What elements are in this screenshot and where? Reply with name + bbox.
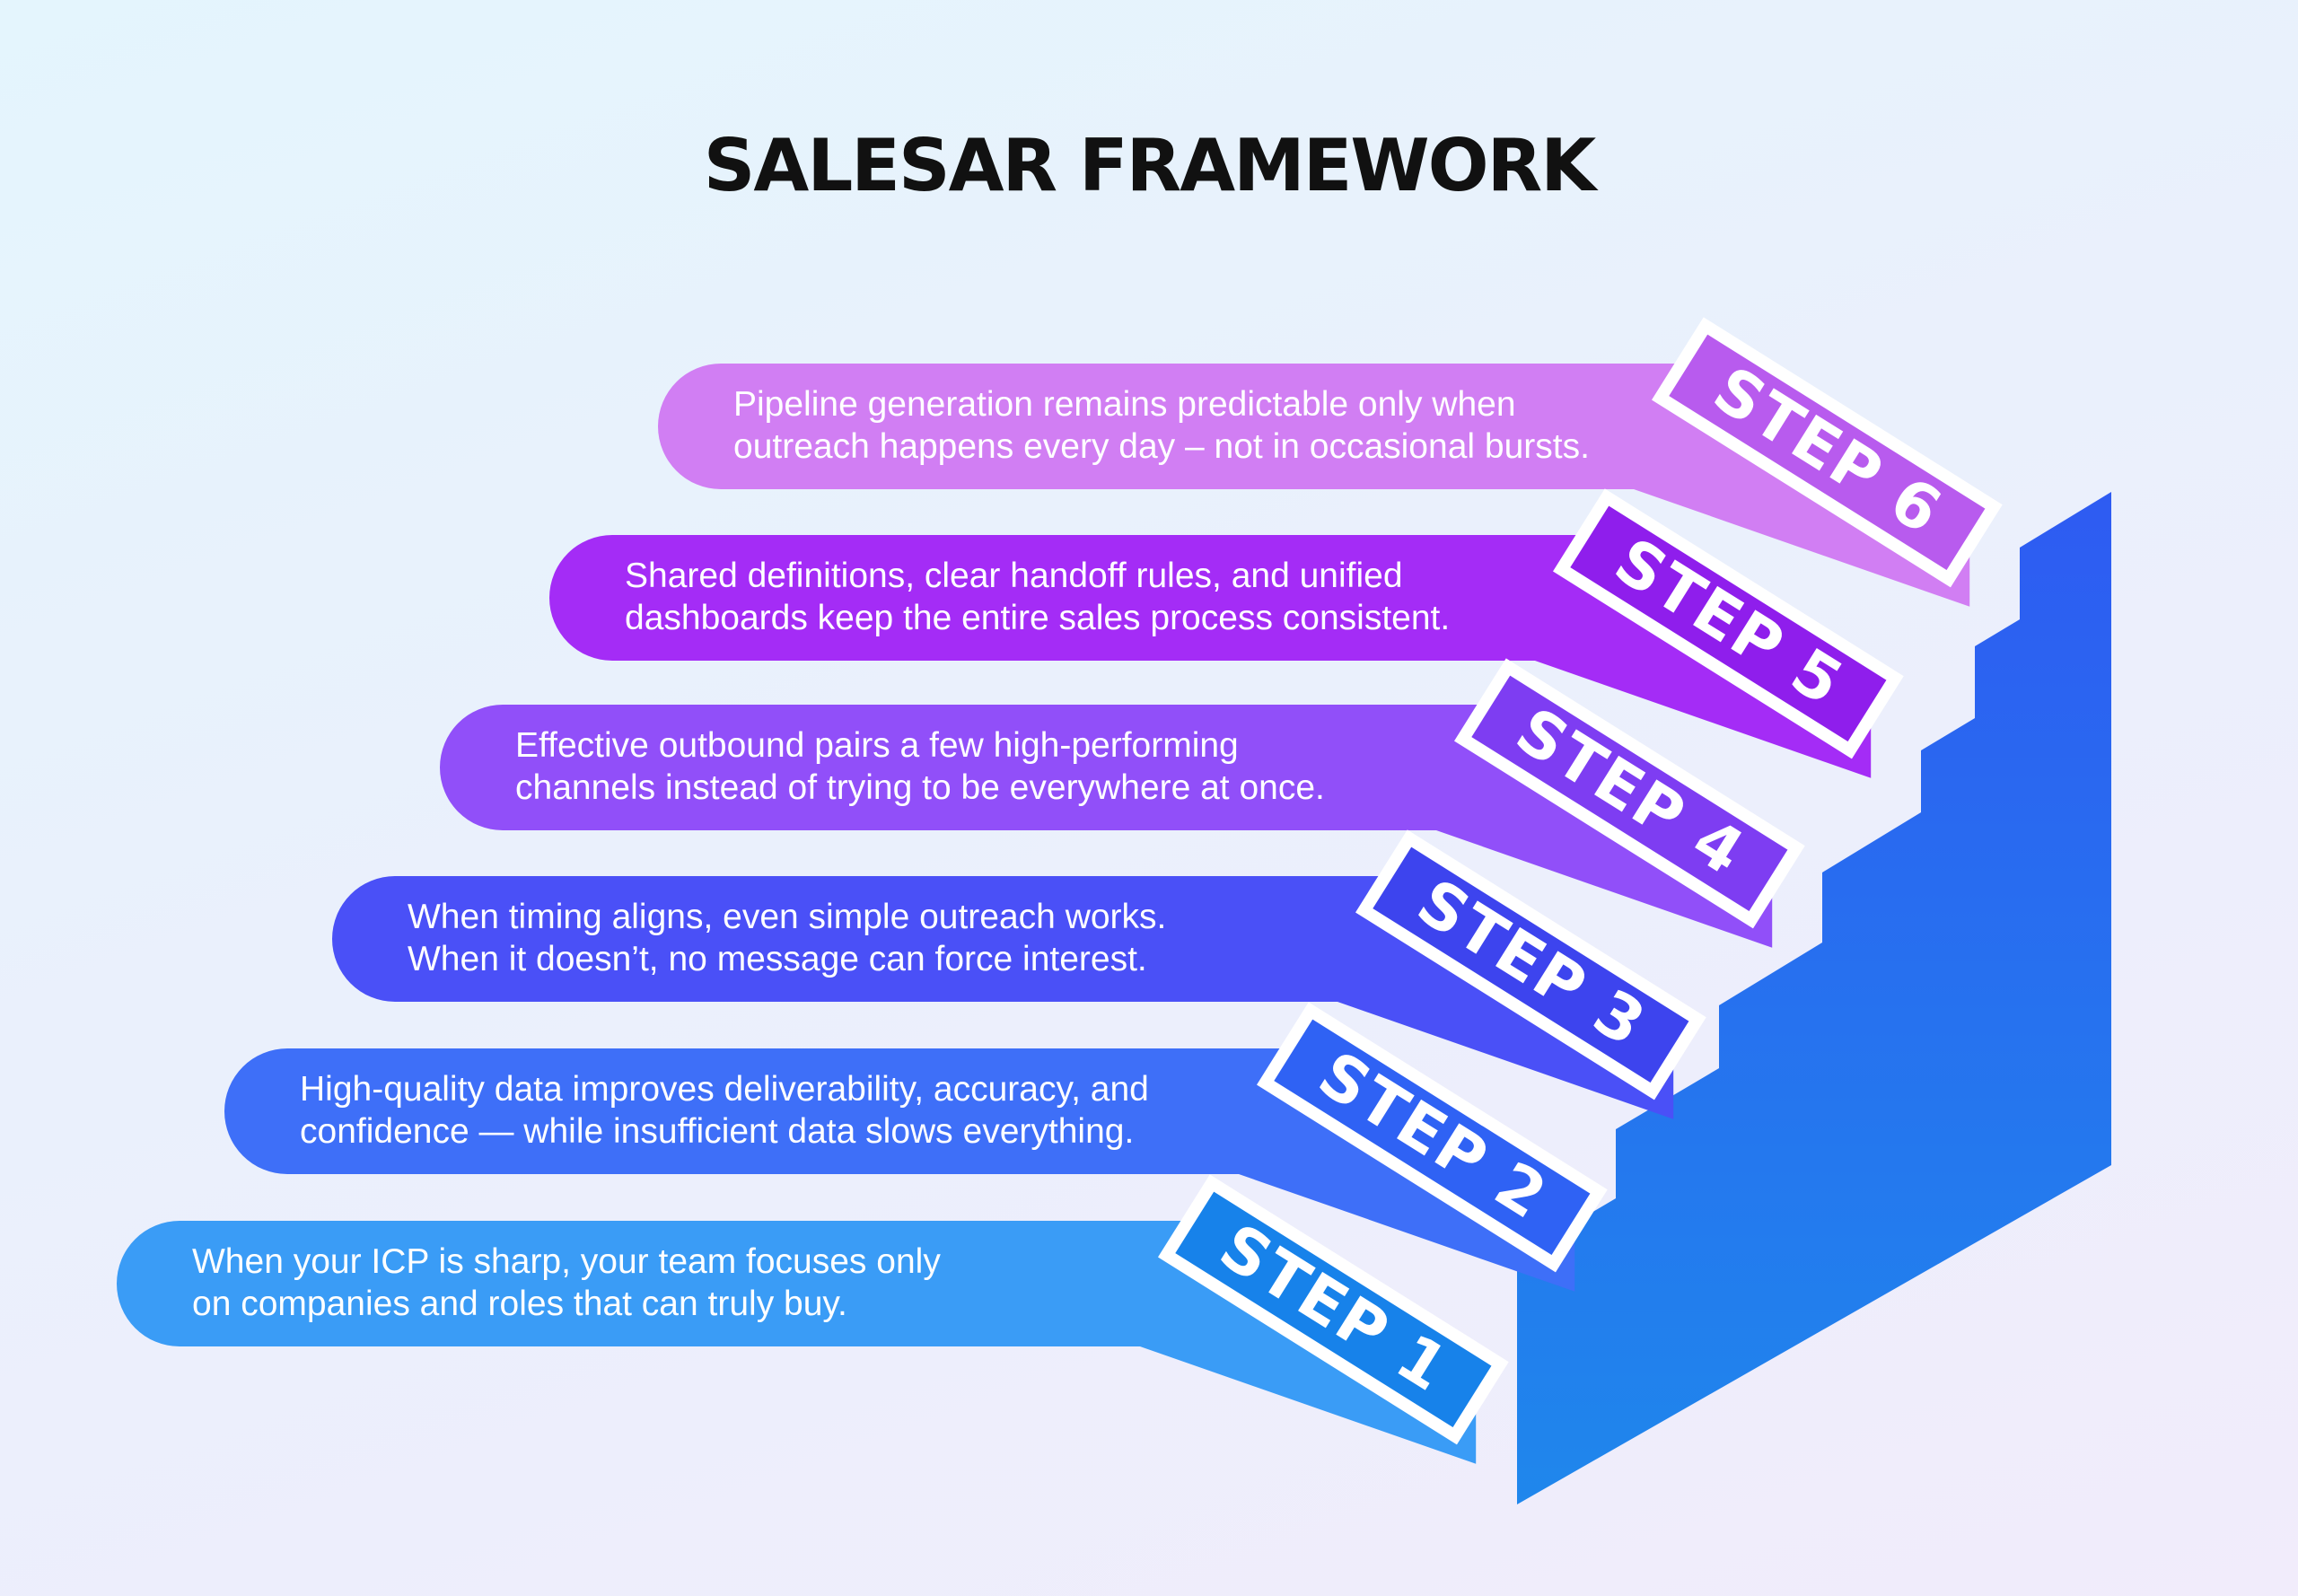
- step-1-label-band: [1158, 1174, 1509, 1445]
- page-title: SALESAR FRAMEWORK: [703, 124, 1596, 207]
- step-4-description: Effective outbound pairs a few high-perf…: [515, 724, 1325, 809]
- step-3-description: When timing aligns, even simple outreach…: [408, 896, 1166, 980]
- step-5-description: Shared definitions, clear handoff rules,…: [625, 555, 1450, 639]
- step-5: STEP 5: [549, 488, 1904, 778]
- step-2-label-band: [1257, 1002, 1608, 1273]
- step-6-description-line-1: Pipeline generation remains predictable …: [733, 385, 1516, 424]
- step-2-description: High-quality data improves deliverabilit…: [300, 1068, 1149, 1153]
- step-6-description-line-2: outreach happens every day – not in occa…: [733, 427, 1590, 466]
- step-2-description-line-2: confidence — while insufficient data slo…: [300, 1112, 1135, 1151]
- step-6: STEP 6: [658, 317, 2003, 607]
- step-1-description-line-2: on companies and roles that can truly bu…: [192, 1285, 847, 1323]
- step-5-bar: [549, 535, 1872, 778]
- step-6-bar: [658, 364, 1970, 607]
- step-3-description-line-1: When timing aligns, even simple outreach…: [408, 898, 1167, 936]
- step-6-description: Pipeline generation remains predictable …: [733, 383, 1590, 468]
- step-3-bar: [332, 876, 1674, 1119]
- step-3-label-band: [1355, 829, 1706, 1101]
- step-4-description-line-1: Effective outbound pairs a few high-perf…: [515, 726, 1239, 765]
- step-1-description-line-1: When your ICP is sharp, your team focuse…: [192, 1242, 941, 1281]
- step-4-description-line-2: channels instead of trying to be everywh…: [515, 768, 1325, 807]
- step-4-bar: [440, 705, 1773, 948]
- staircase-side: [1517, 492, 2111, 1504]
- step-5-label-band: [1553, 488, 1904, 759]
- step-2: STEP 2: [224, 1002, 1608, 1292]
- step-1-description: When your ICP is sharp, your team focuse…: [192, 1241, 941, 1325]
- step-3-description-line-2: When it doesn’t, no message can force in…: [408, 940, 1147, 978]
- step-5-description-line-2: dashboards keep the entire sales process…: [625, 599, 1451, 637]
- step-4-label-band: [1454, 658, 1805, 929]
- step-5-description-line-1: Shared definitions, clear handoff rules,…: [625, 557, 1403, 595]
- step-2-description-line-1: High-quality data improves deliverabilit…: [300, 1070, 1149, 1109]
- step-2-bar: [224, 1048, 1575, 1292]
- step-6-label-band: [1652, 317, 2003, 588]
- step-1-bar: [117, 1221, 1477, 1464]
